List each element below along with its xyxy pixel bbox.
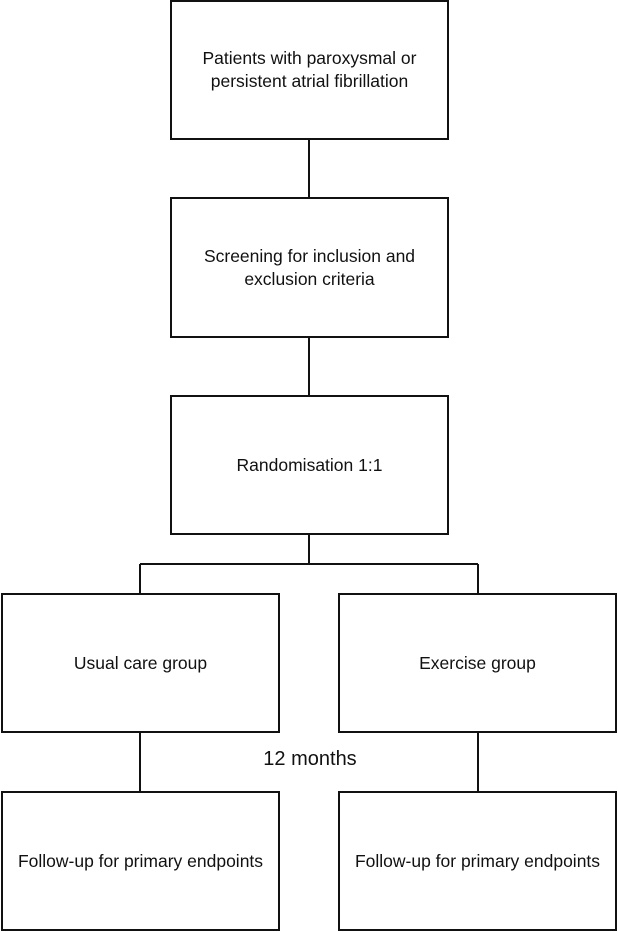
randomisation-box: Randomisation 1:1 (170, 395, 449, 535)
followup-usual-care-label: Follow-up for primary endpoints (17, 850, 264, 871)
usual-care-label: Usual care group (73, 652, 208, 673)
usual-care-box: Usual care group (1, 593, 280, 733)
screening-label: Screening for inclusion and exclusion cr… (203, 245, 416, 289)
followup-usual-care-box: Follow-up for primary endpoints (1, 791, 280, 931)
followup-exercise-label: Follow-up for primary endpoints (354, 850, 601, 871)
exercise-box: Exercise group (338, 593, 617, 733)
population-label: Patients with paroxysmal or persistent a… (202, 48, 417, 91)
population-box: Patients with paroxysmal or persistent a… (170, 0, 449, 140)
followup-exercise-box: Follow-up for primary endpoints (338, 791, 617, 931)
screening-box: Screening for inclusion and exclusion cr… (170, 197, 449, 338)
interval-label: 12 months (263, 748, 357, 770)
exercise-label: Exercise group (419, 652, 536, 673)
randomisation-label: Randomisation 1:1 (236, 454, 383, 475)
